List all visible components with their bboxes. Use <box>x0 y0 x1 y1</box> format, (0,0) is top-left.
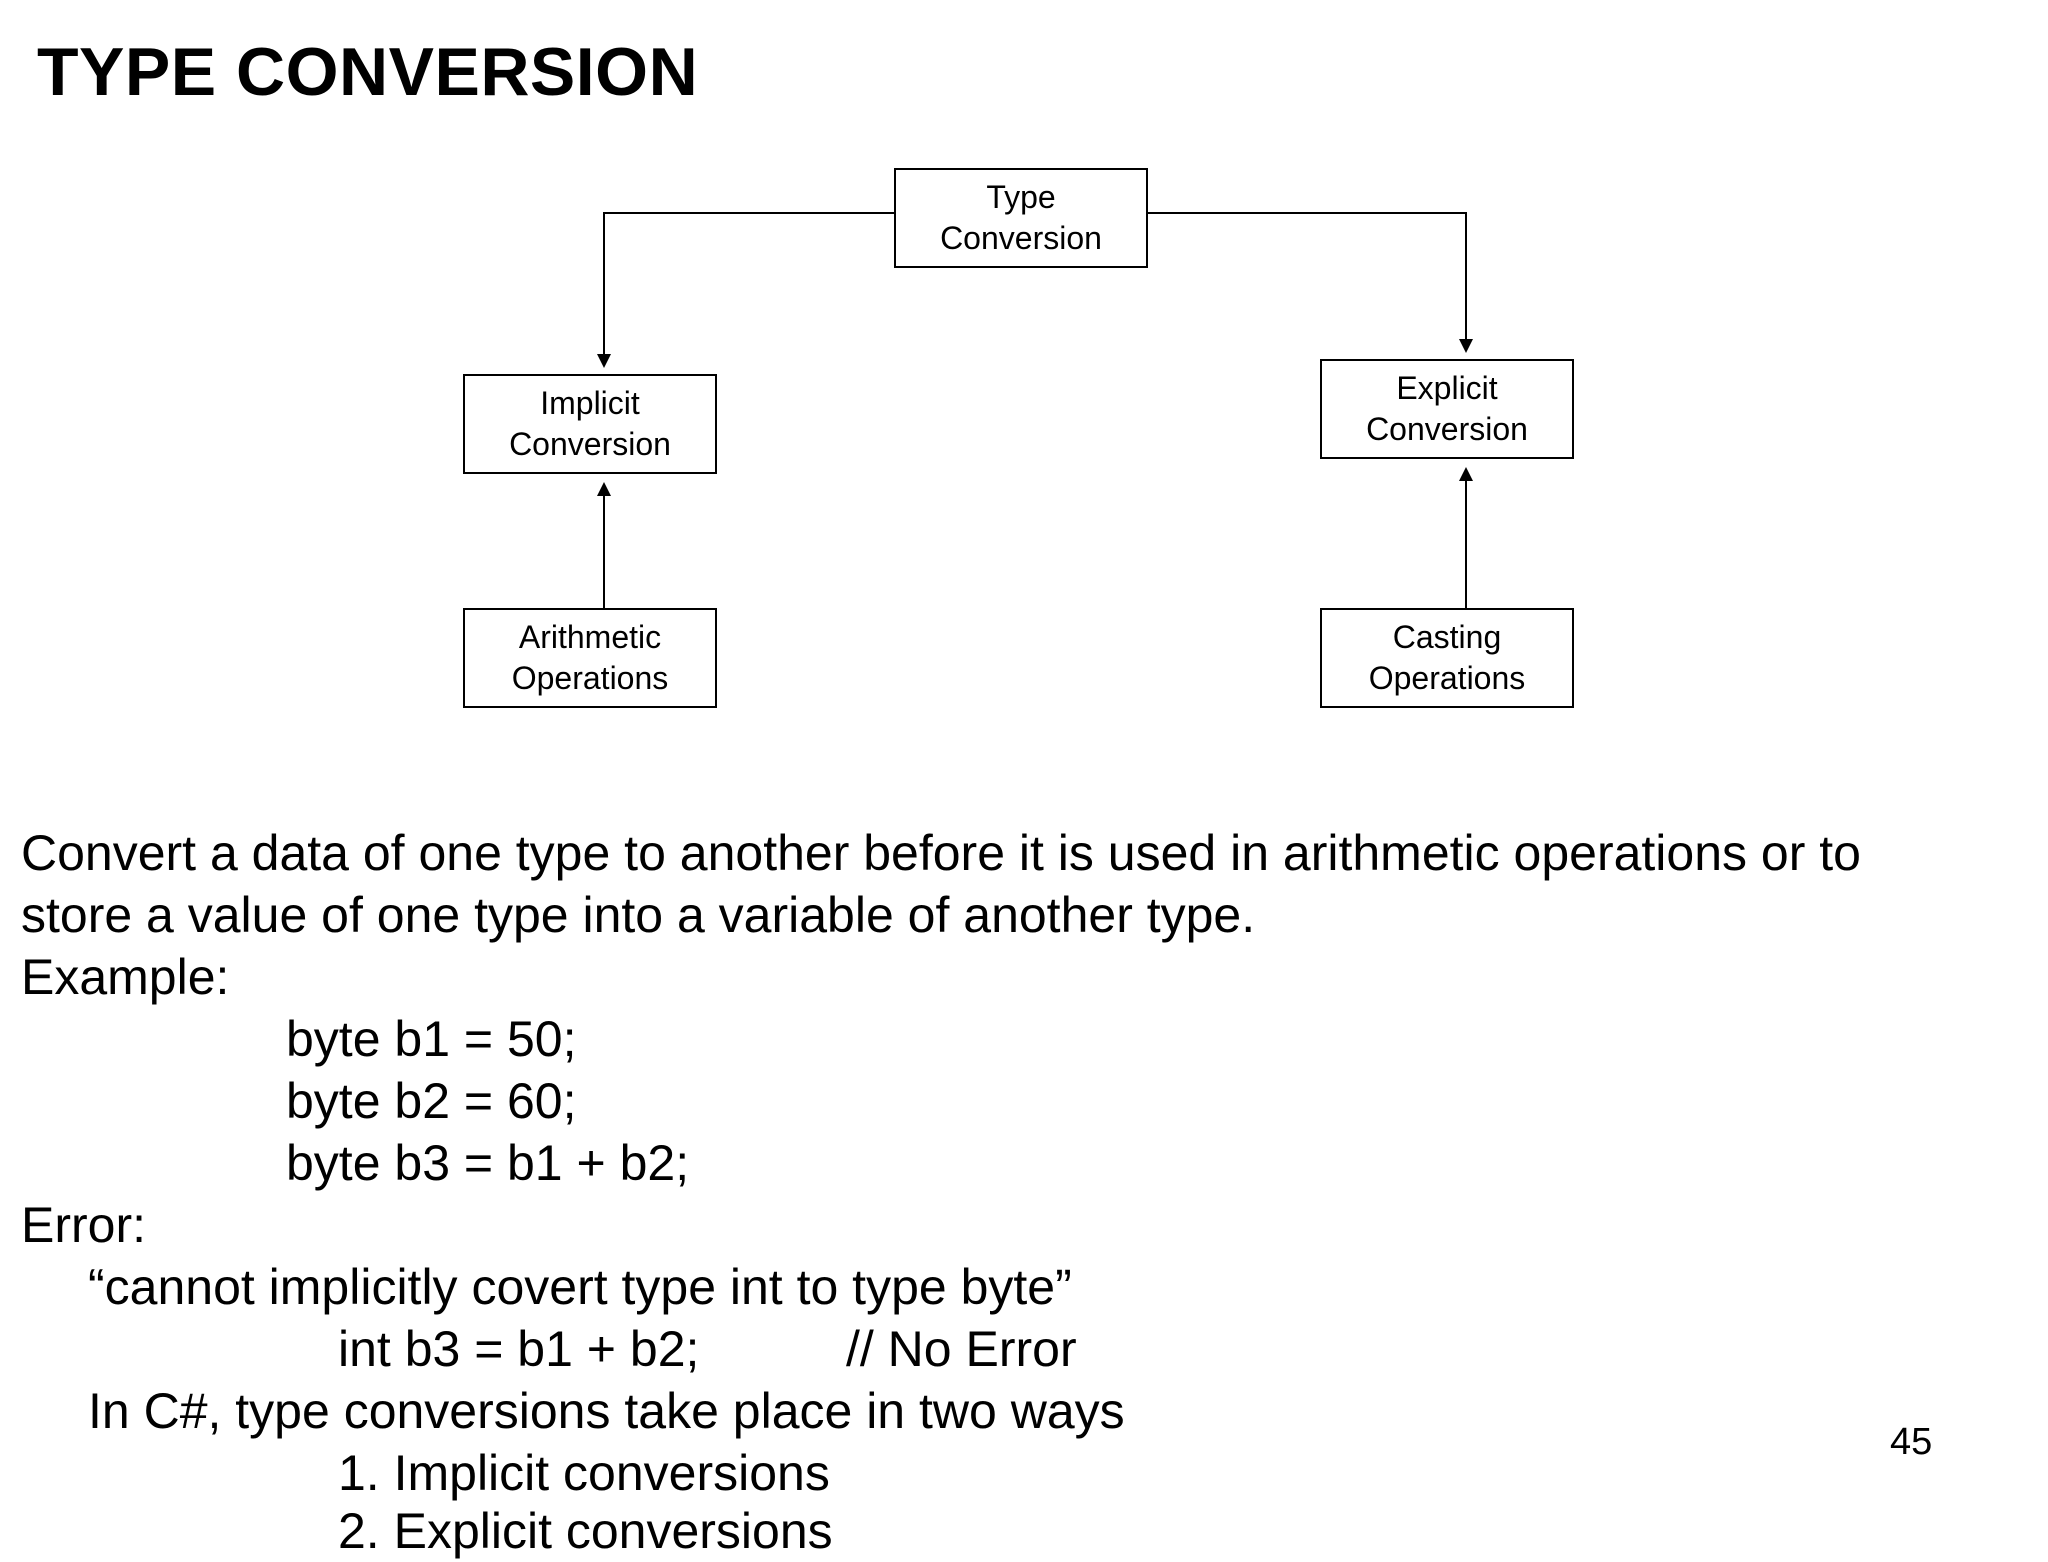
error-message: “cannot implicitly covert type int to ty… <box>88 1259 1072 1315</box>
node-type-conversion: Type Conversion <box>894 168 1148 268</box>
ways-intro: In C#, type conversions take place in tw… <box>88 1383 1125 1439</box>
fix-code: int b3 = b1 + b2; <box>338 1321 700 1377</box>
node-label: Explicit <box>1396 370 1498 406</box>
type-conversion-diagram <box>597 212 1473 608</box>
code-line-1: byte b1 = 50; <box>286 1011 577 1067</box>
node-label: Arithmetic <box>518 619 662 655</box>
slide-title: TYPE CONVERSION <box>37 34 699 110</box>
node-label: Casting <box>1392 619 1502 655</box>
way-2: 2. Explicit conversions <box>338 1503 833 1559</box>
fix-comment: // No Error <box>846 1321 1077 1377</box>
node-label: Type <box>986 179 1056 215</box>
node-label: Conversion <box>509 426 671 462</box>
node-arithmetic-operations: Arithmetic Operations <box>463 608 717 708</box>
node-label: Implicit <box>540 385 640 421</box>
intro-line-2: store a value of one type into a variabl… <box>21 887 1256 943</box>
node-label: Operations <box>1368 660 1526 696</box>
connector-root-to-implicit <box>597 212 894 368</box>
error-label: Error: <box>21 1197 146 1253</box>
node-casting-operations: Casting Operations <box>1320 608 1574 708</box>
connector-root-to-explicit <box>1148 212 1473 353</box>
page-number: 45 <box>1890 1421 1933 1463</box>
way-1: 1. Implicit conversions <box>338 1445 830 1501</box>
code-line-3: byte b3 = b1 + b2; <box>286 1135 690 1191</box>
node-implicit-conversion: Implicit Conversion <box>463 374 717 474</box>
node-explicit-conversion: Explicit Conversion <box>1320 359 1574 459</box>
intro-line-1: Convert a data of one type to another be… <box>21 825 1861 881</box>
example-label: Example: <box>21 949 230 1005</box>
node-label: Operations <box>511 660 669 696</box>
node-label: Conversion <box>1366 411 1528 447</box>
code-line-2: byte b2 = 60; <box>286 1073 577 1129</box>
node-label: Conversion <box>940 220 1102 256</box>
